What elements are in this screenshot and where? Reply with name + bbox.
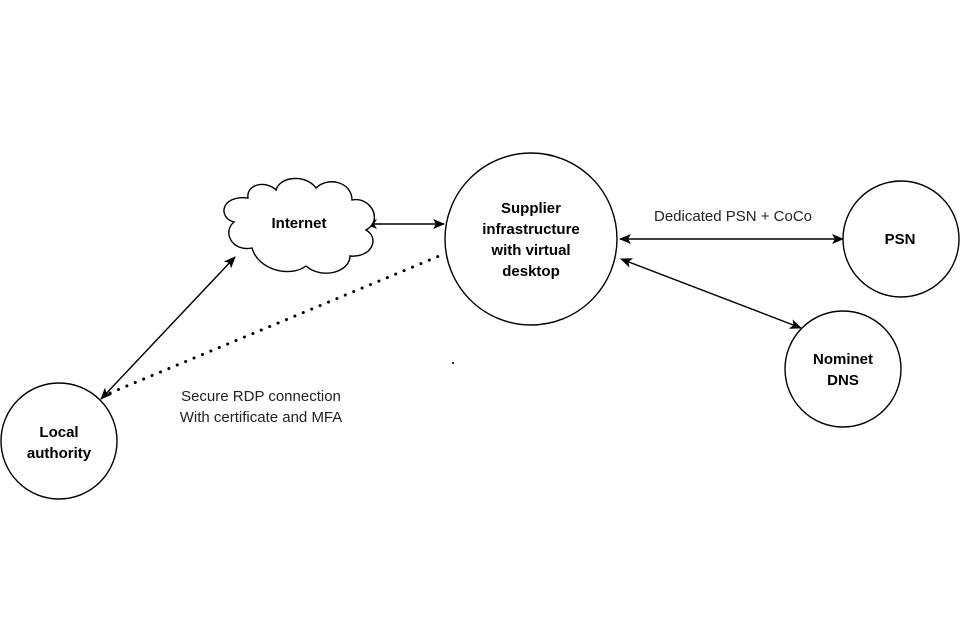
edge-rdp-label-line-1: Secure RDP connection (181, 388, 341, 405)
node-supplier-label-line-2: infrastructure (482, 221, 580, 238)
node-psn-circle (842, 180, 960, 298)
stray-dot (452, 362, 454, 364)
node-supplier[interactable]: Supplier infrastructure with virtual des… (444, 152, 618, 326)
node-local-authority-label-line-1: Local (39, 424, 78, 441)
edge-rdp-label-line-2: With certificate and MFA (180, 409, 343, 426)
edge-local-internet[interactable] (100, 256, 236, 400)
edge-local-supplier-rdp[interactable] (108, 252, 446, 395)
node-supplier-circle (444, 152, 618, 326)
edge-supplier-psn-label: Dedicated PSN + CoCo (654, 208, 812, 225)
cloud-icon (223, 177, 376, 274)
node-supplier-label-line-3: with virtual (490, 242, 570, 259)
node-local-authority-circle (0, 382, 118, 500)
node-local-authority[interactable]: Local authority (0, 382, 118, 500)
node-nominet-label-line-2: DNS (827, 372, 859, 389)
node-local-authority-label-line-2: authority (27, 445, 92, 462)
node-nominet-circle (784, 310, 902, 428)
node-nominet[interactable]: Nominet DNS (784, 310, 902, 428)
node-psn[interactable]: PSN (842, 180, 960, 298)
edge-supplier-nominet[interactable] (620, 258, 802, 329)
node-internet-label: Internet (271, 215, 326, 232)
node-supplier-label-line-1: Supplier (501, 200, 561, 217)
node-internet[interactable]: Internet (223, 177, 376, 274)
node-supplier-label-line-4: desktop (502, 263, 560, 280)
node-psn-label: PSN (885, 231, 916, 248)
node-nominet-label-line-1: Nominet (813, 351, 873, 368)
